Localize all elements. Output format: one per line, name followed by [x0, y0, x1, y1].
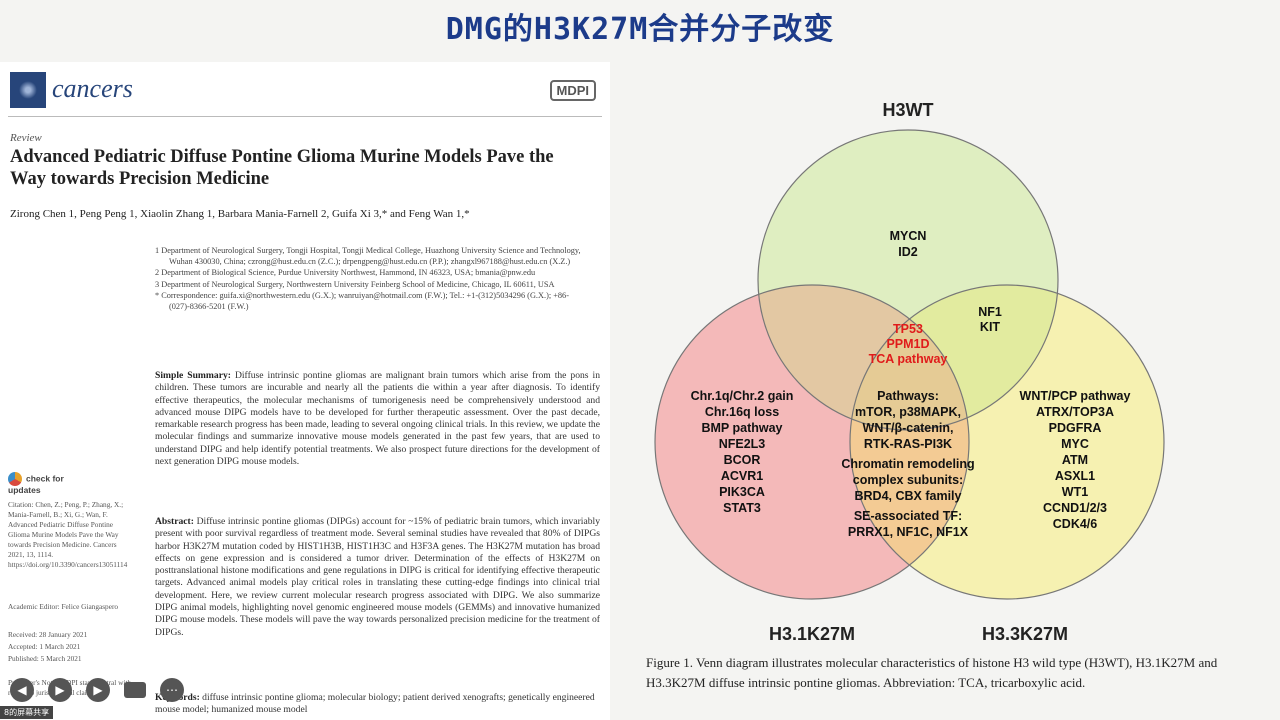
abstract: Abstract: Diffuse intrinsic pontine glio… [155, 516, 600, 639]
venn-item: Chromatin remodeling [841, 457, 974, 471]
venn-item: WT1 [1062, 485, 1088, 499]
affiliation: 1 Department of Neurological Surgery, To… [155, 246, 581, 266]
venn-item: CCND1/2/3 [1043, 501, 1107, 515]
published-date: Published: 5 March 2021 [8, 654, 82, 663]
authors: Zirong Chen 1, Peng Peng 1, Xiaolin Zhan… [10, 208, 470, 220]
header-rule [8, 116, 602, 117]
check-updates-badge[interactable]: check for updates [8, 472, 64, 495]
venn-item: MYCN [890, 229, 927, 243]
abstract-label: Abstract: [155, 516, 194, 527]
keywords-text: diffuse intrinsic pontine glioma; molecu… [155, 692, 595, 716]
venn-item: Pathways: [877, 389, 939, 403]
figure-caption: Figure 1. Venn diagram illustrates molec… [646, 655, 1218, 690]
affiliation: 2 Department of Biological Science, Purd… [155, 268, 536, 278]
venn-item: TCA pathway [869, 352, 948, 366]
play-icon[interactable]: ▶ [48, 678, 72, 702]
venn-overlap-top-right [850, 285, 1058, 430]
summary-text: Diffuse intrinsic pontine gliomas are ma… [155, 370, 600, 468]
citation: Citation: Chen, Z.; Peng, P.; Zhang, X.;… [8, 500, 128, 569]
venn-item: mTOR, p38MAPK, [855, 405, 961, 419]
affiliation: 3 Department of Neurological Surgery, No… [155, 279, 555, 289]
venn-item: BCOR [724, 453, 761, 467]
venn-item: PDGFRA [1049, 421, 1102, 435]
received-date: Received: 28 January 2021 [8, 630, 88, 639]
venn-label-h3wt: H3WT [883, 100, 934, 120]
venn-item: WNT/PCP pathway [1020, 389, 1131, 403]
venn-item: NF1 [978, 305, 1002, 319]
article-type: Review [10, 132, 42, 144]
venn-item: KIT [980, 320, 1001, 334]
affiliations: 1 Department of Neurological Surgery, To… [155, 246, 600, 314]
venn-item: ACVR1 [721, 469, 763, 483]
venn-item: SE-associated TF: [854, 509, 962, 523]
venn-item: PRRX1, NF1C, NF1X [848, 525, 969, 539]
venn-label-h33: H3.3K27M [982, 624, 1068, 644]
academic-editor: Academic Editor: Felice Giangaspero [8, 602, 119, 611]
venn-item: NFE2L3 [719, 437, 766, 451]
prev-icon[interactable]: ◀ [10, 678, 34, 702]
venn-label-h31: H3.1K27M [769, 624, 855, 644]
venn-item: complex subunits: [853, 473, 963, 487]
keywords: Keywords: diffuse intrinsic pontine glio… [155, 692, 600, 717]
simple-summary: Simple Summary: Diffuse intrinsic pontin… [155, 370, 600, 468]
more-icon[interactable]: ⋯ [160, 678, 184, 702]
summary-label: Simple Summary: [155, 370, 231, 381]
venn-item: MYC [1061, 437, 1089, 451]
venn-item: BMP pathway [701, 421, 782, 435]
venn-item: CDK4/6 [1053, 517, 1098, 531]
screen-share-label: 8的屏幕共享 [0, 706, 54, 719]
camera-icon[interactable] [124, 682, 146, 698]
journal-name: cancers [52, 74, 133, 103]
check-updates-icon [8, 472, 22, 486]
paper-page: cancers MDPI Review Advanced Pediatric D… [0, 62, 610, 720]
venn-item: ATRX/TOP3A [1036, 405, 1114, 419]
venn-item: TP53 [893, 322, 923, 336]
venn-item: STAT3 [723, 501, 761, 515]
next-icon[interactable]: ▶ [86, 678, 110, 702]
viewer-toolbar: ◀ ▶ ▶ ⋯ [10, 678, 184, 702]
journal-logo [10, 72, 46, 108]
venn-item: ASXL1 [1055, 469, 1095, 483]
accepted-date: Accepted: 1 March 2021 [8, 642, 81, 651]
venn-item: WNT/β-catenin, [863, 421, 954, 435]
venn-item: Chr.16q loss [705, 405, 779, 419]
venn-item: RTK-RAS-PI3K [864, 437, 952, 451]
venn-item: PPM1D [886, 337, 929, 351]
venn-region-left-right: Pathways: mTOR, p38MAPK, WNT/β-catenin, RTK… [841, 389, 974, 539]
venn-region-top: MYCN ID2 [890, 229, 927, 259]
venn-item: Chr.1q/Chr.2 gain [691, 389, 794, 403]
publisher-logo: MDPI [549, 80, 596, 101]
venn-overlap-top-left [758, 285, 969, 430]
venn-item: ATM [1062, 453, 1088, 467]
venn-item: BRD4, CBX family [855, 489, 962, 503]
slide-title: DMG的H3K27M合并分子改变 [445, 12, 835, 47]
paper-title: Advanced Pediatric Diffuse Pontine Gliom… [10, 147, 554, 189]
venn-item: PIK3CA [719, 485, 765, 499]
abstract-text: Diffuse intrinsic pontine gliomas (DIPGs… [155, 516, 600, 638]
venn-item: ID2 [898, 245, 918, 259]
affiliation: * Correspondence: guifa.xi@northwestern.… [155, 291, 569, 311]
